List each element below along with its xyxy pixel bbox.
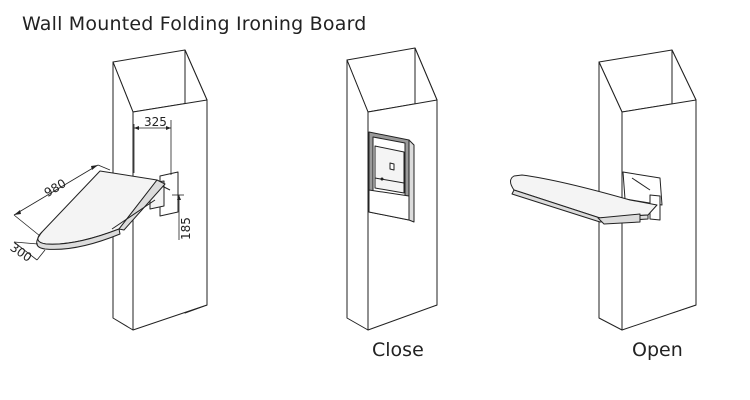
- dimension-325: 325: [133, 115, 172, 175]
- wall-block-3: [598, 49, 697, 331]
- dimension-185: 185: [172, 194, 193, 240]
- closed-view: [346, 47, 438, 331]
- diagram-title: Wall Mounted Folding Ironing Board: [22, 13, 367, 35]
- wall-block-1: [112, 49, 208, 331]
- open-view: [510, 49, 697, 331]
- ironing-board-3: [510, 174, 658, 225]
- folded-board: [368, 131, 415, 223]
- dim-label-980: 980: [42, 176, 69, 200]
- ironing-board-1: [36, 170, 166, 250]
- dim-label-185: 185: [179, 217, 193, 240]
- dimensioned-view: 325 980 300 185: [8, 49, 208, 331]
- caption-close: Close: [372, 339, 424, 361]
- caption-open: Open: [632, 339, 683, 361]
- dim-label-300: 300: [8, 240, 35, 264]
- dim-label-325: 325: [144, 115, 167, 129]
